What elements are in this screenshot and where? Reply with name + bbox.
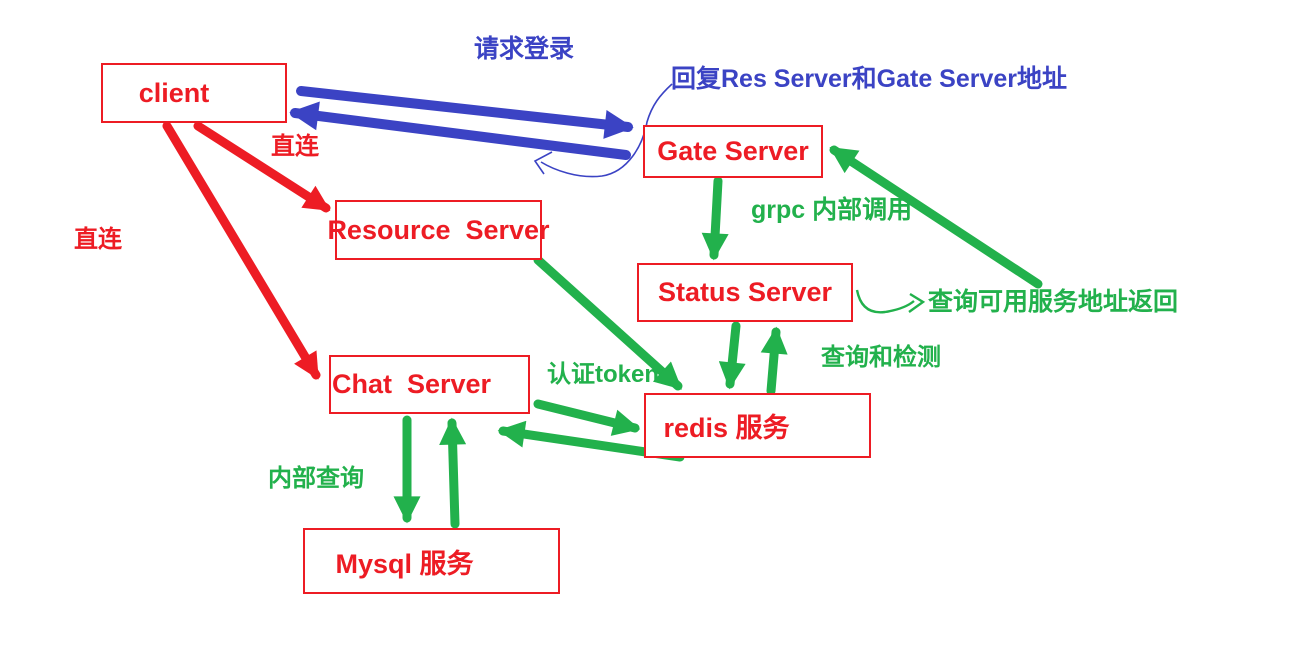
- arrow-return-to-gate: [829, 145, 1043, 289]
- label-request-login: 请求登录: [474, 35, 575, 63]
- node-chat-server: Chat Server: [329, 355, 530, 414]
- arrow-gate-to-status: [701, 176, 729, 261]
- label-query-and-detect: 查询和检测: [821, 344, 941, 371]
- annotation-curve-status-return-arrowhead: [908, 292, 926, 313]
- label-direct-connect-left: 直连: [74, 226, 122, 253]
- label-grpc-internal-call: grpc 内部调用: [751, 196, 913, 224]
- arrow-client-to-resource: [193, 121, 331, 213]
- label-reply-addresses: 回复Res Server和Gate Server地址: [671, 65, 1068, 93]
- arrow-resource-to-redis: [533, 255, 683, 391]
- arrow-mysql-to-chat: [439, 417, 467, 529]
- node-mysql-service: Mysql 服务: [303, 528, 560, 594]
- node-resource-server: Resource Server: [327, 200, 550, 260]
- arrow-client-to-chat: [162, 121, 321, 380]
- label-query-available-return: 查询可用服务地址返回: [928, 288, 1179, 316]
- label-internal-query: 内部查询: [268, 465, 364, 492]
- node-redis-service: redis 服务: [644, 393, 871, 458]
- node-gate-server: Gate Server: [643, 125, 823, 178]
- label-direct-connect-upper: 直连: [271, 133, 319, 160]
- arrow-redis-to-status: [760, 326, 788, 396]
- node-status-server: Status Server: [637, 263, 853, 322]
- arrow-client-to-gate: [296, 86, 634, 139]
- annotation-curve-reply: [540, 83, 673, 178]
- arrow-chat-to-redis: [533, 399, 641, 436]
- annotation-curve-reply-arrowhead: [533, 151, 553, 175]
- arrow-gate-to-client: [289, 101, 631, 160]
- node-client: client: [101, 63, 287, 123]
- annotation-curve-status-return: [855, 289, 915, 314]
- label-auth-token: 认证token: [547, 361, 660, 388]
- arrow-status-to-redis: [718, 321, 746, 390]
